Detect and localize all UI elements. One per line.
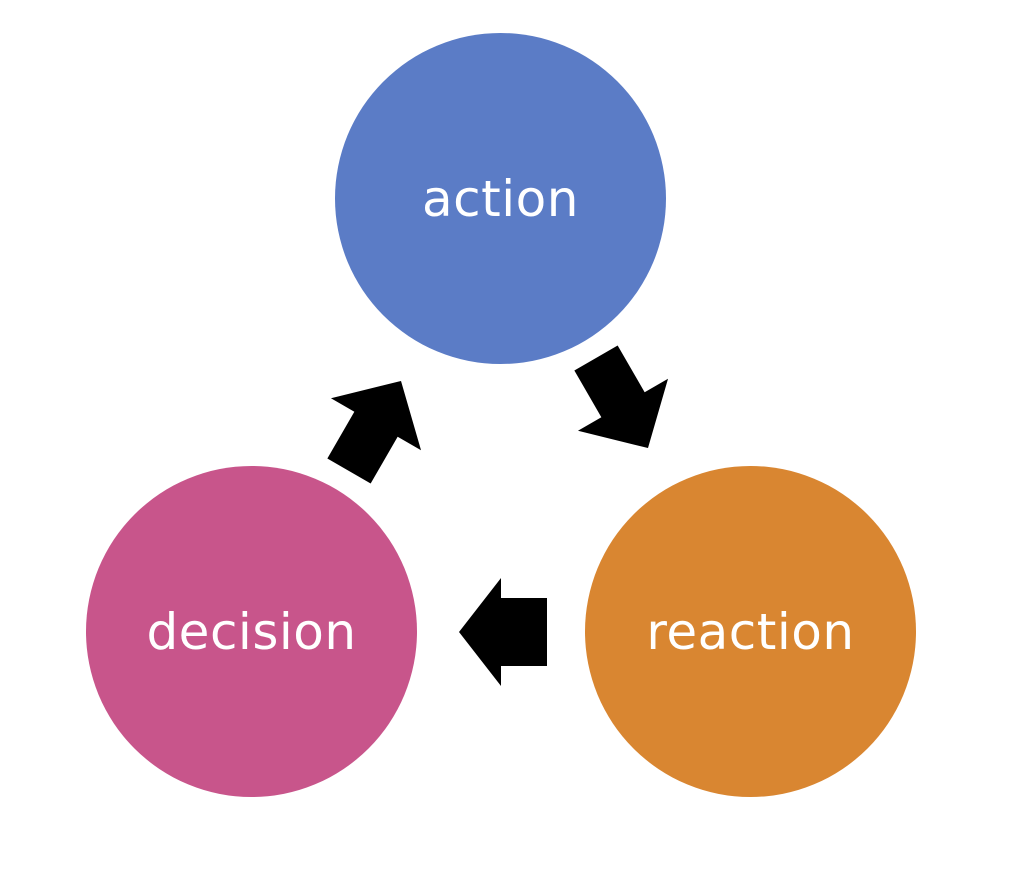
arrow-decision-to-action-shape <box>327 380 422 484</box>
arrow-action-to-reaction-shape <box>574 345 669 449</box>
node-action-label: action <box>422 169 579 228</box>
node-reaction: reaction <box>585 466 916 797</box>
arrow-action-to-reaction <box>574 345 669 449</box>
node-action: action <box>335 33 666 364</box>
node-decision-label: decision <box>146 602 357 661</box>
arrow-decision-to-action <box>327 380 422 484</box>
arrow-reaction-to-decision <box>459 578 547 686</box>
node-decision: decision <box>86 466 417 797</box>
arrow-reaction-to-decision-shape <box>459 578 547 686</box>
node-reaction-label: reaction <box>646 602 855 661</box>
